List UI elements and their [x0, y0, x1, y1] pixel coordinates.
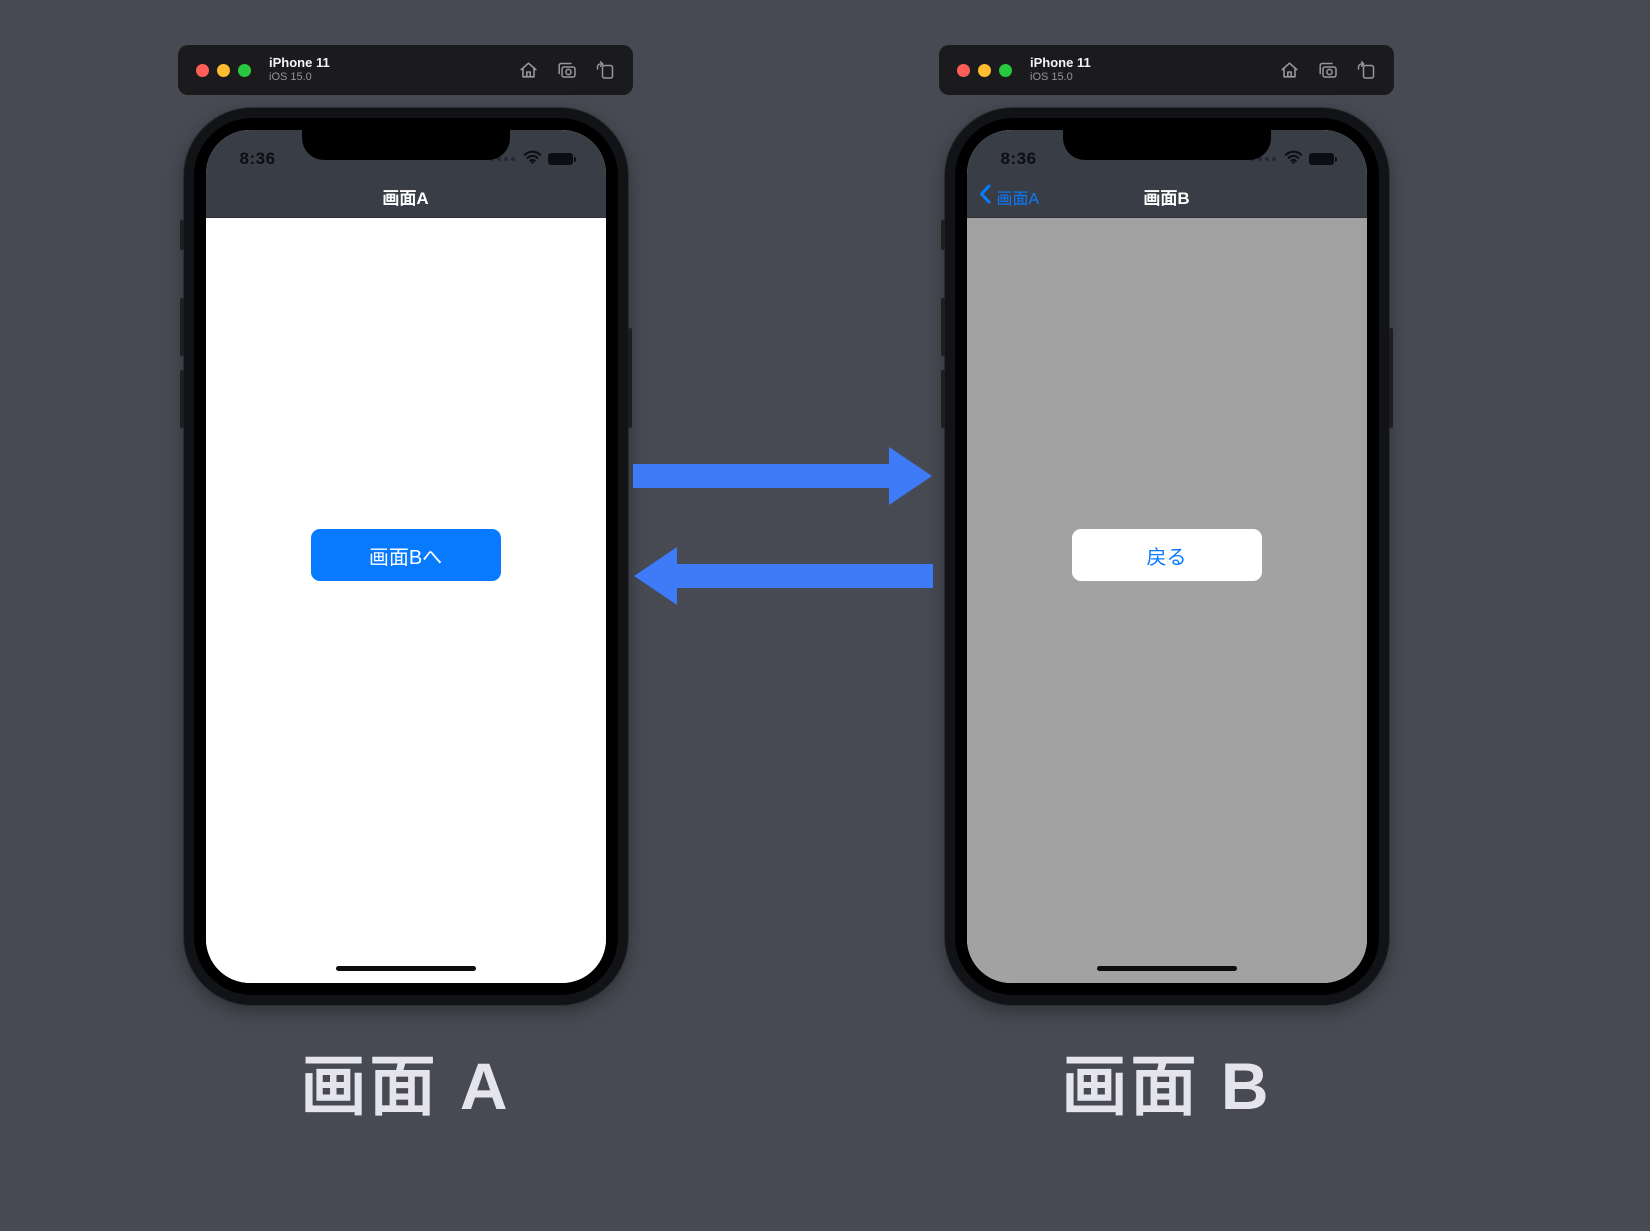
- navigation-bar: 画面A: [206, 176, 606, 217]
- caption-screen-a: 画面 A: [300, 1049, 511, 1123]
- simulator-window-b: iPhone 11 iOS 15.0: [939, 45, 1394, 1129]
- notch: [301, 130, 510, 160]
- simulator-window-a: iPhone 11 iOS 15.0: [178, 45, 633, 1129]
- mute-switch: [940, 220, 945, 250]
- top-chrome: 8:36: [205, 130, 606, 218]
- window-traffic-lights: [957, 63, 1012, 77]
- chevron-left-icon: [979, 184, 991, 209]
- status-time: 8:36: [239, 149, 276, 168]
- screen-b-content: 戻る: [966, 218, 1367, 983]
- power-button: [627, 328, 632, 428]
- phone-bezel: 8:36: [193, 118, 618, 995]
- notch: [1062, 130, 1271, 160]
- rotate-icon[interactable]: [1356, 60, 1376, 80]
- caption-screen-b: 画面 B: [1061, 1049, 1272, 1123]
- simulator-title: iPhone 11 iOS 15.0: [1030, 55, 1091, 84]
- screen-a-content: 画面Bへ: [205, 218, 606, 983]
- navigation-bar: 画面A 画面B: [967, 176, 1367, 217]
- toolbar-actions: [1279, 60, 1376, 80]
- wifi-icon: [1284, 150, 1303, 169]
- os-version: iOS 15.0: [269, 71, 312, 84]
- minimize-window-button[interactable]: [978, 63, 991, 77]
- volume-up-button: [179, 298, 184, 356]
- top-chrome: 8:36: [966, 130, 1367, 218]
- arrow-a-to-b-icon: [633, 447, 932, 505]
- status-time: 8:36: [1000, 149, 1037, 168]
- nav-title: 画面A: [382, 189, 429, 208]
- status-icons: [1250, 150, 1337, 169]
- screenshot-icon[interactable]: [556, 60, 578, 80]
- volume-down-button: [179, 370, 184, 428]
- simulator-toolbar: iPhone 11 iOS 15.0: [178, 45, 633, 95]
- zoom-window-button[interactable]: [999, 63, 1012, 77]
- iphone-frame: 8:36: [940, 108, 1393, 1005]
- rotate-icon[interactable]: [595, 60, 615, 80]
- screen-b: 8:36: [966, 130, 1367, 983]
- home-icon[interactable]: [518, 60, 539, 80]
- window-traffic-lights: [196, 63, 251, 77]
- status-bar: 8:36: [206, 130, 606, 176]
- battery-icon: [1308, 153, 1337, 165]
- close-window-button[interactable]: [957, 63, 970, 77]
- home-indicator[interactable]: [335, 966, 476, 971]
- back-button-label: 画面A: [996, 190, 1040, 208]
- volume-up-button: [940, 298, 945, 356]
- minimize-window-button[interactable]: [217, 63, 230, 77]
- device-name: iPhone 11: [269, 55, 330, 71]
- status-icons: [489, 150, 576, 169]
- device-name: iPhone 11: [1030, 55, 1091, 71]
- close-window-button[interactable]: [196, 63, 209, 77]
- volume-down-button: [940, 370, 945, 428]
- nav-title: 画面B: [1143, 189, 1190, 208]
- screenshot-icon[interactable]: [1317, 60, 1339, 80]
- simulator-title: iPhone 11 iOS 15.0: [269, 55, 330, 84]
- home-icon[interactable]: [1279, 60, 1300, 80]
- zoom-window-button[interactable]: [238, 63, 251, 77]
- home-indicator[interactable]: [1096, 966, 1237, 971]
- wifi-icon: [523, 150, 542, 169]
- battery-icon: [547, 153, 576, 165]
- toolbar-actions: [518, 60, 615, 80]
- arrow-b-to-a-icon: [634, 547, 933, 605]
- os-version: iOS 15.0: [1030, 71, 1073, 84]
- iphone-frame: 8:36: [179, 108, 632, 1005]
- phone-bezel: 8:36: [954, 118, 1379, 995]
- go-to-screen-b-button[interactable]: 画面Bへ: [310, 529, 501, 581]
- power-button: [1388, 328, 1393, 428]
- status-bar: 8:36: [967, 130, 1367, 176]
- back-button[interactable]: 画面A: [979, 176, 1040, 217]
- simulator-toolbar: iPhone 11 iOS 15.0: [939, 45, 1394, 95]
- return-button[interactable]: 戻る: [1071, 529, 1262, 581]
- mute-switch: [179, 220, 184, 250]
- screen-a: 8:36: [205, 130, 606, 983]
